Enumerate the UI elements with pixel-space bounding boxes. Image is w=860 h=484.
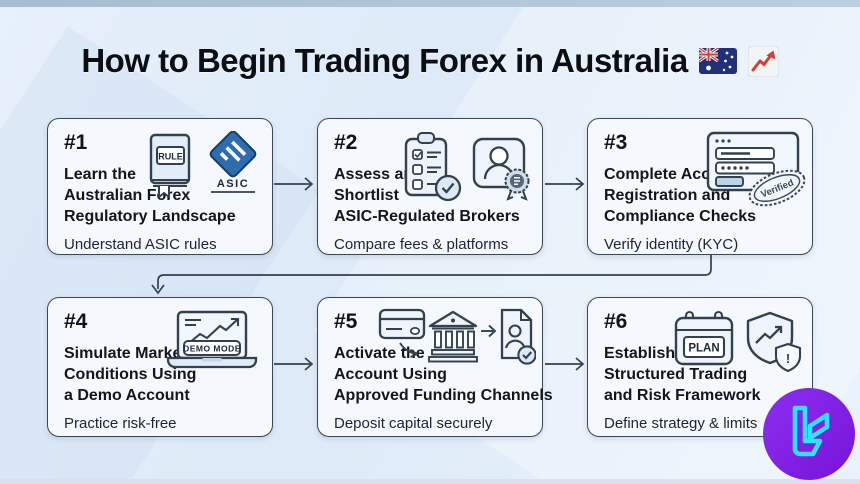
step-title: Simulate Market Conditions Using a Demo …	[64, 345, 197, 404]
chart-increasing-icon	[747, 45, 779, 77]
step3-icons: Verified	[706, 131, 806, 207]
step1-icons: RULE ASIC	[146, 131, 262, 199]
step-card-3: #3 Verified	[587, 118, 813, 255]
header: How to Begin Trading Forex in Australia	[0, 42, 860, 80]
step-subtitle: Define strategy & limits	[604, 415, 758, 432]
asic-label: ASIC	[217, 178, 249, 190]
plan-calendar-icon: PLAN	[674, 310, 734, 366]
step-subtitle: Verify identity (KYC)	[604, 236, 739, 253]
step-number: #6	[604, 310, 628, 333]
demo-laptop-icon: DEMO MODE	[166, 310, 258, 369]
page-title: How to Begin Trading Forex in Australia	[81, 42, 688, 79]
step-number: #2	[334, 131, 358, 154]
arrow-step3-step4	[157, 255, 712, 289]
step-title: Assess and Shortlist ASIC-Regulated Brok…	[334, 166, 520, 225]
step-card-2: #2	[317, 118, 543, 255]
asic-diamond-icon: ASIC	[209, 131, 257, 193]
broker-checklist-icon	[404, 132, 462, 202]
verified-stamp-icon: Verified	[748, 169, 806, 207]
step-card-4: #4 DEMO MODE Simulate Market Conditions …	[47, 297, 273, 437]
step-title: Activate the Account Using Approved Fund…	[334, 345, 553, 404]
rule-book-icon: RULE	[149, 133, 191, 199]
top-border-strip	[0, 0, 860, 7]
step-number: #1	[64, 131, 88, 154]
step2-icons	[402, 131, 532, 203]
bank-building-icon	[428, 310, 478, 363]
certified-broker-badge-icon	[472, 137, 530, 201]
funding-flow-icons	[378, 308, 536, 365]
step-subtitle: Deposit capital securely	[334, 415, 493, 432]
curved-arrow	[399, 342, 416, 355]
demo-mode-label: DEMO MODE	[183, 344, 241, 354]
step6-icons: PLAN !	[672, 310, 802, 376]
step-card-6: #6 PLAN ! Establish a Structured Trading…	[587, 297, 813, 437]
step-card-5: #5	[317, 297, 553, 437]
step4-icons: DEMO MODE	[162, 310, 262, 374]
plan-label: PLAN	[688, 343, 719, 355]
rule-book-label: RULE	[158, 152, 183, 162]
step-card-1: #1 RULE ASIC Learn the Australian For	[47, 118, 273, 255]
step-number: #3	[604, 131, 628, 154]
risk-shield-icon: !	[746, 311, 802, 373]
australia-flag-icon	[698, 47, 737, 74]
step-title: Establish a Structured Trading and Risk …	[604, 345, 761, 404]
step-number: #4	[64, 310, 88, 333]
step-number: #5	[334, 310, 358, 333]
risk-alert-label: !	[786, 351, 790, 366]
step-title: Learn the Australian Forex Regulatory La…	[64, 166, 236, 225]
credit-card-icon	[378, 308, 426, 340]
step-subtitle: Practice risk-free	[64, 415, 177, 432]
bottom-border-strip	[0, 479, 860, 484]
step-subtitle: Understand ASIC rules	[64, 236, 217, 253]
step5-icons	[378, 306, 536, 368]
brand-logo	[763, 388, 855, 480]
brand-glyph-icon	[792, 405, 830, 457]
funded-document-icon	[500, 308, 536, 365]
step-subtitle: Compare fees & platforms	[334, 236, 509, 253]
